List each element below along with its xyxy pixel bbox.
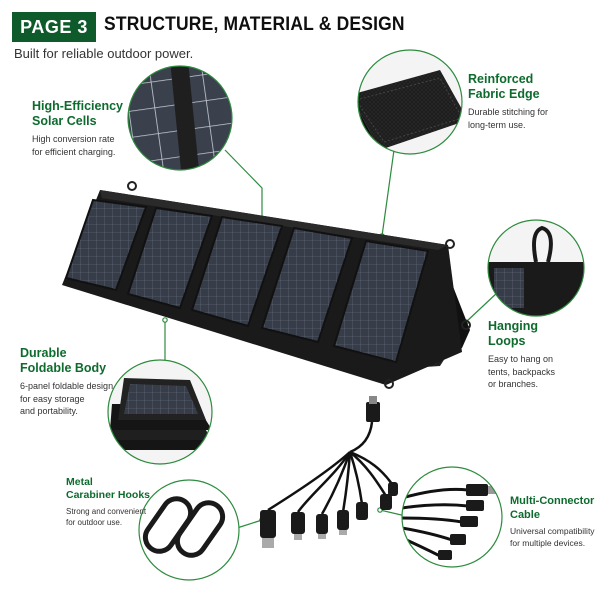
feature-description: Easy to hang on tents, backpacks or bran… — [488, 354, 556, 389]
feature-title: Reinforced Fabric Edge — [468, 72, 540, 101]
feature-title: Metal Carabiner Hooks — [66, 476, 151, 501]
feature-hanging-loops: Hanging Loops Easy to hang on tents, bac… — [488, 319, 593, 391]
feature-title: Hanging Loops — [488, 319, 538, 348]
hanging-loop-closeup-icon — [487, 219, 585, 317]
feature-description: 6-panel foldable design for easy storage… — [20, 381, 114, 416]
multi-connector-cable-icon — [267, 396, 394, 515]
carabiner-hooks-icon — [138, 479, 240, 581]
feature-fabric-edge: Reinforced Fabric Edge Durable stitching… — [468, 72, 588, 131]
feature-solar-cells: High-Efficiency Solar Cells High convers… — [32, 99, 172, 158]
page-title: STRUCTURE, MATERIAL & DESIGN — [104, 14, 405, 35]
feature-multi-connector-cable: Multi-Connector Cable Universal compatib… — [510, 494, 600, 549]
feature-description: High conversion rate for efficient charg… — [32, 134, 116, 157]
feature-description: Strong and convenient for outdoor use. — [66, 507, 147, 527]
solar-panel-icon — [62, 181, 471, 389]
feature-title: Multi-Connector Cable — [510, 495, 595, 521]
feature-description: Universal compatibility for multiple dev… — [510, 526, 595, 548]
feature-carabiner-hooks: Metal Carabiner Hooks Strong and conveni… — [66, 476, 166, 528]
folded-panel-closeup-icon — [107, 359, 213, 465]
fabric-edge-closeup-icon — [357, 49, 463, 155]
cable-connectors-closeup-icon — [401, 466, 503, 568]
page-badge: PAGE 3 — [12, 12, 96, 42]
feature-title: Durable Foldable Body — [20, 346, 107, 375]
feature-foldable-body: Durable Foldable Body 6-panel foldable d… — [20, 346, 140, 418]
feature-description: Durable stitching for long-term use. — [468, 107, 549, 130]
feature-title: High-Efficiency Solar Cells — [32, 99, 123, 128]
page-subtitle: Built for reliable outdoor power. — [14, 46, 194, 61]
